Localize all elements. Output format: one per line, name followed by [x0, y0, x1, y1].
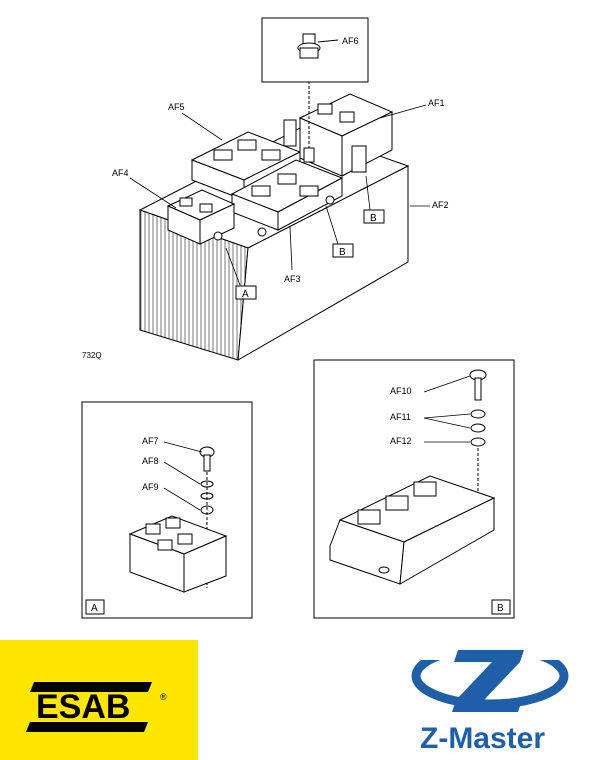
svg-text:®: ®	[160, 692, 167, 702]
callout-b-main-2: B	[370, 213, 377, 224]
label-af8: AF8	[142, 456, 159, 466]
label-af3: AF3	[284, 274, 301, 284]
zmaster-wordmark: Z-Master	[420, 722, 545, 755]
label-af4: AF4	[112, 168, 129, 178]
svg-text:ESAB: ESAB	[36, 688, 130, 726]
drawing-code: 732Q	[82, 351, 102, 360]
leader-lines	[129, 104, 430, 286]
label-af6: AF6	[342, 36, 359, 46]
label-af12: AF12	[390, 436, 412, 446]
label-af10: AF10	[390, 386, 412, 396]
zmaster-logo: Z-Master	[410, 640, 570, 755]
callout-a-main: A	[242, 289, 249, 300]
label-af7: AF7	[142, 436, 159, 446]
label-af9: AF9	[142, 482, 159, 492]
label-af1: AF1	[428, 98, 445, 108]
esab-logo: ESAB ®	[0, 640, 198, 760]
label-af11: AF11	[390, 412, 411, 422]
detail-a-tag: A	[91, 603, 98, 614]
detail-b-panel	[313, 359, 515, 619]
label-af5: AF5	[168, 102, 185, 112]
callout-b-main-1: B	[339, 247, 346, 258]
label-af2: AF2	[432, 200, 449, 210]
detail-b-tag: B	[497, 603, 504, 614]
detail-a-panel	[81, 401, 253, 619]
af6-inset	[261, 17, 369, 83]
